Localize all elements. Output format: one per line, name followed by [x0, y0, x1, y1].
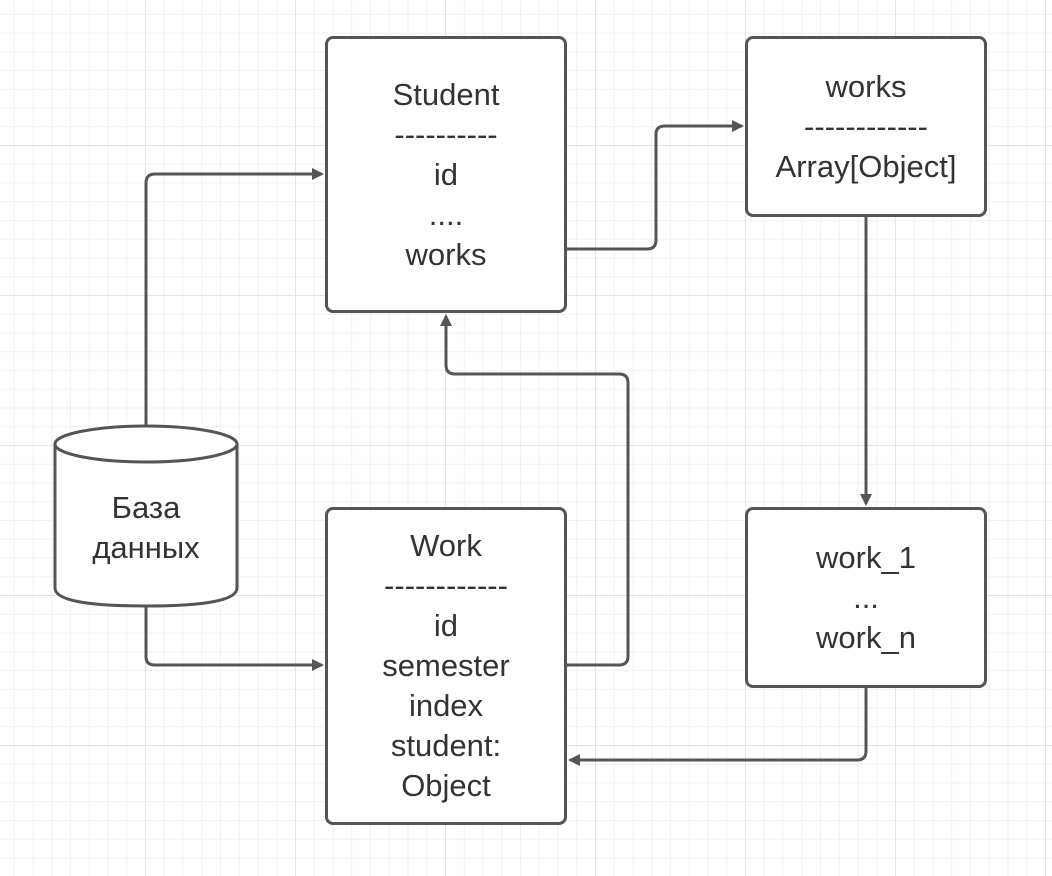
student-node-field: works — [405, 236, 487, 272]
student-node: Student ---------- id .... works — [325, 36, 567, 313]
work-node-field: id — [433, 608, 459, 643]
database-label-line: База — [111, 490, 181, 525]
connector-database-to-student — [144, 168, 324, 426]
student-node-title: Student — [392, 76, 500, 112]
work-node-separator: ------------ — [384, 568, 508, 603]
work-node-title: Work — [410, 528, 482, 563]
connector-work-to-student — [440, 314, 630, 667]
work-list-item: work_1 — [816, 539, 916, 575]
database-cylinder-shape — [53, 424, 239, 608]
works-node-field: Array[Object] — [775, 148, 957, 184]
work-node-field: index — [408, 688, 484, 723]
work-node: Work ------------ id semester index stud… — [325, 507, 567, 825]
work-node-field: student: — [390, 728, 502, 763]
student-node-separator: ---------- — [394, 116, 498, 152]
work-list-node: work_1 ... work_n — [745, 507, 987, 688]
work-node-field: semester — [382, 648, 510, 683]
connector-database-to-work — [144, 606, 324, 671]
student-node-field: id — [433, 156, 459, 192]
work-list-item: work_n — [816, 619, 916, 655]
connector-worklist-to-work — [568, 688, 868, 766]
works-node-separator: ------------ — [804, 108, 928, 144]
work-node-field: Object — [401, 768, 491, 803]
connector-student-to-works — [567, 120, 744, 251]
work-list-ellipsis: ... — [853, 579, 879, 615]
database-label: База данных — [55, 488, 237, 568]
database-label-line: данных — [92, 530, 200, 565]
student-node-field: .... — [428, 196, 464, 232]
works-node-title: works — [825, 68, 907, 104]
works-node: works ------------ Array[Object] — [745, 36, 987, 217]
